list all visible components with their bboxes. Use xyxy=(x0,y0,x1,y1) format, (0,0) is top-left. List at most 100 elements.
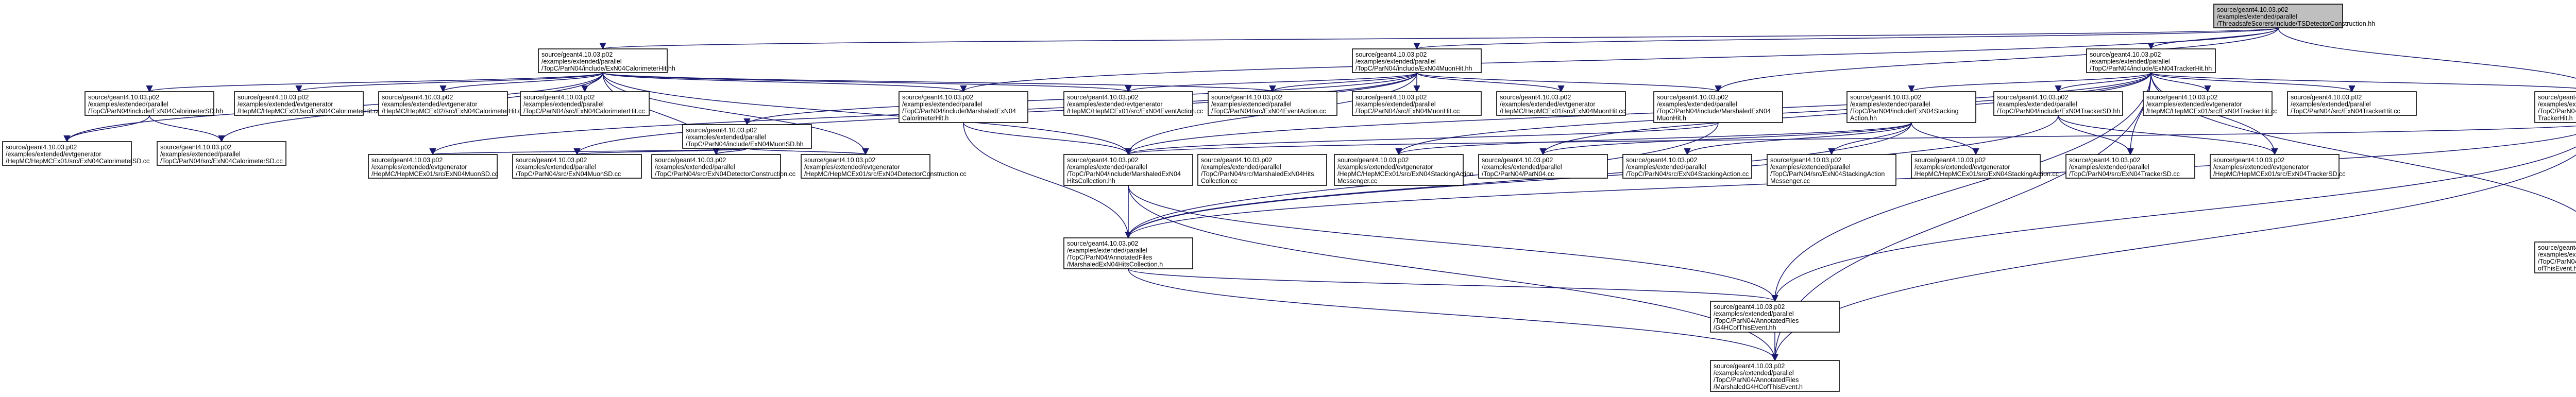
include-edge xyxy=(1125,72,1417,93)
file-node-label-line: CalorimeterHit.h xyxy=(902,115,948,122)
file-node-label-line: /MarshaledG4HCofThisEvent.h xyxy=(1714,384,1803,391)
include-edge xyxy=(1911,122,1979,156)
file-node-label-line: /examples/extended/evtgenerator xyxy=(2146,101,2242,108)
file-node-label-line: source/geant4.10.03.p02 xyxy=(523,94,595,101)
include-edge xyxy=(963,122,1132,239)
file-node-label-line: /TopC/ParN04/include/ExN04TrackerHit.hh xyxy=(2090,65,2212,72)
file-node[interactable]: source/geant4.10.03.p02/examples/extende… xyxy=(1710,360,1840,392)
file-node-label-line: Messenger.cc xyxy=(1770,178,1810,185)
file-node[interactable]: source/geant4.10.03.p02/examples/extende… xyxy=(2287,91,2417,116)
file-node-label-line: source/geant4.10.03.p02 xyxy=(1067,94,1138,101)
file-node-label-line: /HepMC/HepMCEx01/src/ExN04MuonHit.cc xyxy=(1500,108,1625,115)
file-node[interactable]: source/geant4.10.03.p02/examples/extende… xyxy=(2534,91,2576,123)
file-node-label-line: source/geant4.10.03.p02 xyxy=(1355,94,1427,101)
file-node[interactable]: source/geant4.10.03.p02/examples/extende… xyxy=(2,141,149,166)
file-node[interactable]: source/geant4.10.03.p02/examples/extende… xyxy=(368,154,498,179)
file-node-label-line: source/geant4.10.03.p02 xyxy=(1714,363,1785,370)
file-node-label-line: /examples/extended/parallel xyxy=(88,101,168,108)
file-node-box xyxy=(1352,48,1482,73)
file-node-label-line: /examples/extended/parallel xyxy=(160,151,241,158)
file-node-box xyxy=(1622,154,1752,179)
file-node-label-line: source/geant4.10.03.p02 xyxy=(88,94,159,101)
file-node-label-line: /examples/extended/parallel xyxy=(1482,164,1562,171)
file-node[interactable]: source/geant4.10.03.p02/examples/extende… xyxy=(682,124,812,149)
file-node[interactable]: source/geant4.10.03.p02/examples/extende… xyxy=(2534,241,2576,273)
include-edge xyxy=(602,72,1276,93)
file-node-label-line: /examples/extended/parallel xyxy=(2291,101,2371,108)
file-node[interactable]: source/geant4.10.03.p02/examples/extende… xyxy=(1352,91,1482,116)
file-node-label-line: source/geant4.10.03.p02 xyxy=(1657,94,1728,101)
file-node-label-line: source/geant4.10.03.p02 xyxy=(686,127,757,134)
file-node-box xyxy=(899,91,1028,123)
file-node[interactable]: source/geant4.10.03.p02/examples/extende… xyxy=(378,91,524,116)
file-node[interactable]: source/geant4.10.03.p02/examples/extende… xyxy=(1208,91,1337,116)
file-node[interactable]: source/geant4.10.03.p02/examples/extende… xyxy=(1622,154,1752,179)
root-file-node[interactable]: source/geant4.10.03.p02/examples/extende… xyxy=(2213,4,2375,28)
file-node-box xyxy=(2,141,132,166)
file-node-label-line: /examples/extended/evtgenerator xyxy=(371,164,467,171)
file-node-label-line: source/geant4.10.03.p02 xyxy=(1355,51,1427,58)
file-node[interactable]: source/geant4.10.03.p02/examples/extende… xyxy=(2210,154,2346,179)
include-edge xyxy=(1539,122,1912,156)
file-node[interactable]: source/geant4.10.03.p02/examples/extende… xyxy=(1653,91,1783,123)
file-node-label-line: /HepMC/HepMCEx01/src/ExN04StackingAction xyxy=(1337,170,1473,178)
file-node-label-line: source/geant4.10.03.p02 xyxy=(2090,51,2161,58)
file-node-label-line: /TopC/ParN04/include/MarshaledExN04 xyxy=(1657,108,1771,115)
file-node-label-line: source/geant4.10.03.p02 xyxy=(541,51,613,58)
file-node-label-line: /examples/extended/parallel xyxy=(523,101,604,108)
include-edge xyxy=(1771,146,2576,302)
file-node[interactable]: source/geant4.10.03.p02/examples/extende… xyxy=(1352,48,1482,73)
file-node-box xyxy=(512,154,642,179)
file-node-label-line: /HepMC/HepMCEx01/src/ExN04TrackerSD.cc xyxy=(2213,170,2346,178)
file-node-label-line: source/geant4.10.03.p02 xyxy=(1201,157,1272,164)
file-node[interactable]: source/geant4.10.03.p02/examples/extende… xyxy=(1846,91,1976,123)
file-node[interactable]: source/geant4.10.03.p02/examples/extende… xyxy=(520,91,650,116)
file-node[interactable]: source/geant4.10.03.p02/examples/extende… xyxy=(512,154,642,179)
dependency-edges xyxy=(63,27,2576,361)
file-node-label-line: /examples/extended/parallel xyxy=(2217,13,2297,21)
file-node-box xyxy=(1063,154,1193,186)
file-node[interactable]: source/geant4.10.03.p02/examples/extende… xyxy=(1197,154,1327,186)
file-node-label-line: /examples/extended/parallel xyxy=(686,134,766,141)
file-node[interactable]: source/geant4.10.03.p02/examples/extende… xyxy=(1063,237,1193,269)
file-node[interactable]: source/geant4.10.03.p02/examples/extende… xyxy=(1993,91,2123,116)
file-node[interactable]: source/geant4.10.03.p02/examples/extende… xyxy=(538,48,675,73)
include-edge xyxy=(2150,72,2355,93)
file-node-box xyxy=(2210,154,2340,179)
file-node[interactable]: source/geant4.10.03.p02/examples/extende… xyxy=(1496,91,1626,116)
file-node-label-line: source/geant4.10.03.p02 xyxy=(516,157,587,164)
file-node[interactable]: source/geant4.10.03.p02/examples/extende… xyxy=(1063,154,1193,186)
include-edge xyxy=(149,115,225,143)
file-node[interactable]: source/geant4.10.03.p02/examples/extende… xyxy=(801,154,967,179)
include-edge xyxy=(295,72,603,93)
file-node-label-line: /TopC/ParN04/src/ExN04DetectorConstructi… xyxy=(655,170,795,178)
file-node[interactable]: source/geant4.10.03.p02/examples/extende… xyxy=(1478,154,1608,179)
include-edge xyxy=(602,72,869,156)
file-node[interactable]: source/geant4.10.03.p02/examples/extende… xyxy=(157,141,286,166)
file-node[interactable]: source/geant4.10.03.p02/examples/extende… xyxy=(1767,154,1896,186)
file-node[interactable]: source/geant4.10.03.p02/examples/extende… xyxy=(2086,48,2216,73)
file-node-label-line: source/geant4.10.03.p02 xyxy=(1337,157,1409,164)
include-edge xyxy=(1128,185,1778,302)
file-node[interactable]: source/geant4.10.03.p02/examples/extende… xyxy=(84,91,223,116)
file-node[interactable]: source/geant4.10.03.p02/examples/extende… xyxy=(1710,301,1840,333)
file-node[interactable]: source/geant4.10.03.p02/examples/extende… xyxy=(1911,154,2059,179)
file-node[interactable]: source/geant4.10.03.p02/examples/extende… xyxy=(651,154,795,179)
include-edge xyxy=(963,122,1132,156)
file-node[interactable]: source/geant4.10.03.p02/examples/extende… xyxy=(234,91,380,116)
file-node[interactable]: source/geant4.10.03.p02/examples/extende… xyxy=(1334,154,1473,186)
file-node-label-line: /examples/extended/evtgenerator xyxy=(238,101,333,108)
file-node-label-line: Messenger.cc xyxy=(1337,178,1377,185)
file-node[interactable]: source/geant4.10.03.p02/examples/extende… xyxy=(2065,154,2195,179)
file-node-box xyxy=(1208,91,1337,116)
file-node[interactable]: source/geant4.10.03.p02/examples/extende… xyxy=(899,91,1028,123)
file-node-label-line: source/geant4.10.03.p02 xyxy=(1482,157,1553,164)
include-edge xyxy=(63,115,150,143)
include-edge xyxy=(1416,72,1722,93)
file-node-label-line: /TopC/ParN04/src/ExN04TrackerHit.cc xyxy=(2291,108,2400,115)
file-node[interactable]: source/geant4.10.03.p02/examples/extende… xyxy=(2143,91,2277,116)
file-node[interactable]: source/geant4.10.03.p02/examples/extende… xyxy=(1063,91,1203,116)
file-node-label-line: source/geant4.10.03.p02 xyxy=(1714,303,1785,310)
file-node-label-line: /examples/extended/parallel xyxy=(902,101,982,108)
